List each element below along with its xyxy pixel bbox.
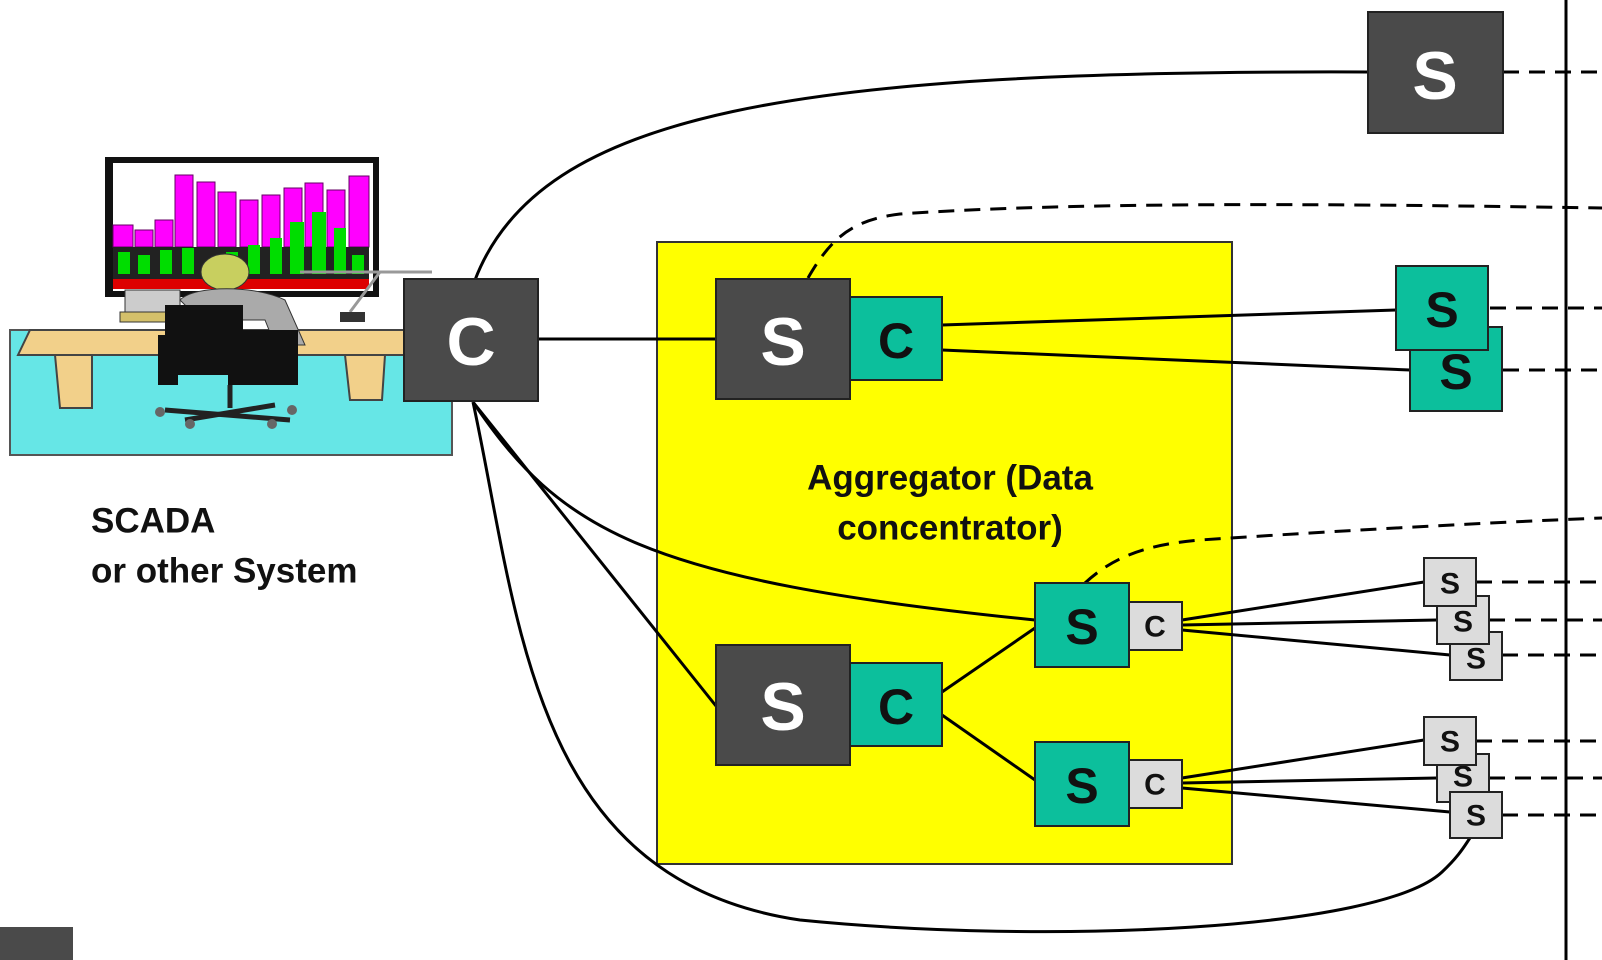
svg-text:C: C [878,313,914,369]
field-device-group-1: S S S [1423,557,1503,681]
aggregator-client-1: C [849,296,943,381]
svg-text:S: S [1466,643,1486,676]
svg-text:S: S [1065,758,1098,814]
svg-text:S: S [1065,599,1098,655]
svg-text:S: S [1453,761,1473,794]
aggregator-server-1: S [715,278,851,400]
operator-workstation-icon [9,157,453,456]
scada-label-line2: or other System [91,552,357,591]
aggregator-server-2: S [715,644,851,766]
field-device-group-2: S S S [1423,716,1503,839]
svg-text:S: S [1466,800,1486,833]
sub-server-2: S [1034,741,1130,827]
solid-connections [471,70,1472,934]
svg-text:S: S [760,669,805,745]
svg-text:S: S [1440,726,1460,759]
svg-text:C: C [1144,769,1166,802]
svg-text:S: S [1412,38,1457,114]
scada-client-node: C [403,278,539,402]
scada-label-line1: SCADA [91,502,215,541]
aggregator-label-line1: Aggregator (Data [807,459,1093,498]
sub-client-1: C [1128,601,1183,651]
dashed-connections [806,70,1602,817]
remote-green-server-front: S [1395,265,1489,351]
remote-server-top: S [1367,11,1504,134]
aggregator-client-2: C [849,662,943,747]
svg-text:S: S [1453,606,1473,639]
svg-text:C: C [1144,611,1166,644]
aggregator-label-line2: concentrator) [837,509,1063,548]
sub-server-1: S [1034,582,1130,668]
svg-text:S: S [1425,282,1458,338]
corner-box [0,927,73,960]
node-letter: C [446,304,495,380]
svg-text:S: S [1440,568,1460,601]
sub-client-2: C [1128,759,1183,809]
svg-text:C: C [878,679,914,735]
svg-text:S: S [1439,344,1472,400]
svg-text:S: S [760,304,805,380]
